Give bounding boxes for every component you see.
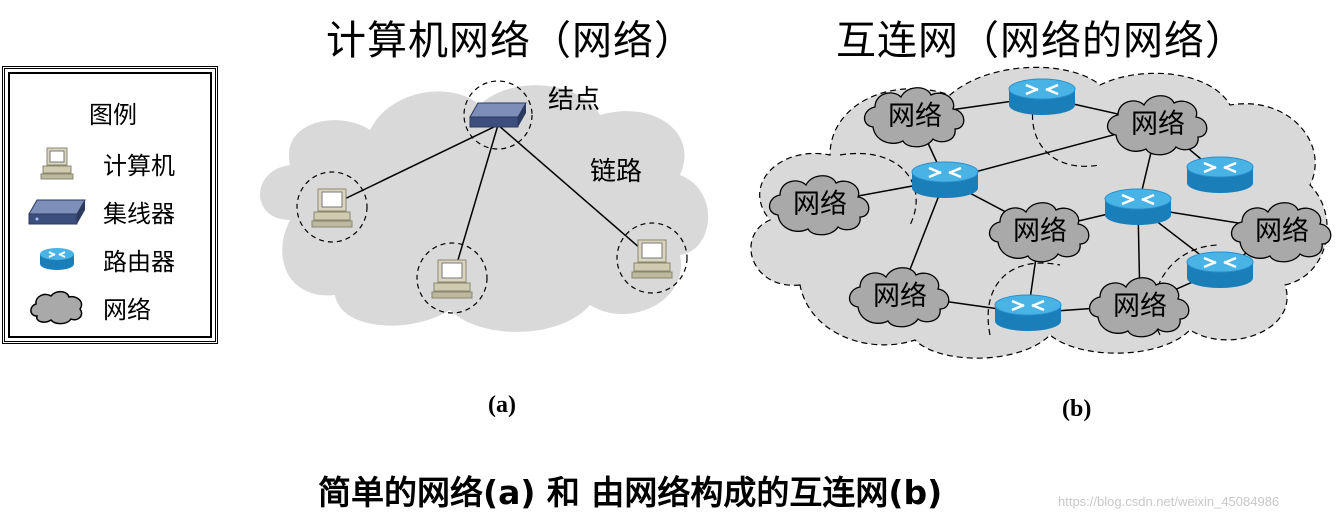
legend-label-network: 网络: [103, 295, 151, 324]
legend-item-computer: 计算机: [25, 143, 175, 183]
router-icon: [910, 160, 980, 200]
network-label: 网络: [873, 281, 927, 312]
diagram-a: 结点 链路: [260, 80, 709, 332]
link-a-1: [331, 124, 499, 206]
hub-icon: [469, 102, 527, 128]
network-label: 网络: [888, 101, 942, 132]
router-icon: [993, 293, 1063, 333]
router-icon: [25, 239, 89, 279]
computer-icon: [25, 143, 89, 183]
network-label: 网络: [1131, 109, 1185, 140]
network-cloud-icon: [25, 287, 89, 327]
legend-box: 图例 计算机 集线器: [2, 66, 218, 344]
node-ring-pc-3: [616, 222, 688, 294]
link-label: 链路: [590, 157, 642, 187]
computer-icon: [431, 259, 473, 299]
left-title: 计算机网络（网络）: [326, 18, 695, 64]
legend-item-hub: 集线器: [25, 191, 175, 231]
node-ring-pc-2: [416, 242, 488, 314]
legend-label-hub: 集线器: [103, 199, 175, 228]
computer-icon: [631, 239, 673, 279]
computer-icon: [311, 188, 353, 228]
link-a-3: [497, 124, 649, 256]
router-icon: [1103, 187, 1173, 227]
network-label: 网络: [1113, 291, 1167, 322]
legend-label-router: 路由器: [103, 247, 175, 276]
router-icon: [1185, 155, 1255, 195]
cloud-a: [260, 85, 709, 332]
legend-title: 图例: [89, 101, 137, 129]
network-label: 网络: [793, 189, 847, 220]
legend-item-network: 网络: [25, 287, 151, 327]
network-label: 网络: [1255, 216, 1309, 247]
watermark: https://blog.csdn.net/weixin_45084986: [1058, 494, 1280, 509]
diagram-b: 网络 网络 网络 网络 网络 网络 网络: [750, 66, 1332, 359]
node-ring-hub: [463, 80, 533, 150]
legend-item-router: 路由器: [25, 239, 175, 279]
caption-b: (b): [1062, 396, 1092, 422]
node-label: 结点: [548, 85, 600, 115]
hub-icon: [25, 191, 89, 231]
caption-a: (a): [488, 392, 516, 418]
router-icon: [1007, 77, 1077, 117]
node-ring-pc-1: [296, 171, 368, 243]
link-a-2: [454, 124, 499, 271]
legend-label-computer: 计算机: [103, 151, 175, 180]
cloud-divider-lines: [839, 84, 1221, 336]
router-icon: [1185, 250, 1255, 290]
right-title: 互连网（网络的网络）: [836, 18, 1246, 64]
network-label: 网络: [1013, 216, 1067, 247]
bottom-caption: 简单的网络(a) 和 由网络构成的互连网(b): [318, 473, 943, 512]
